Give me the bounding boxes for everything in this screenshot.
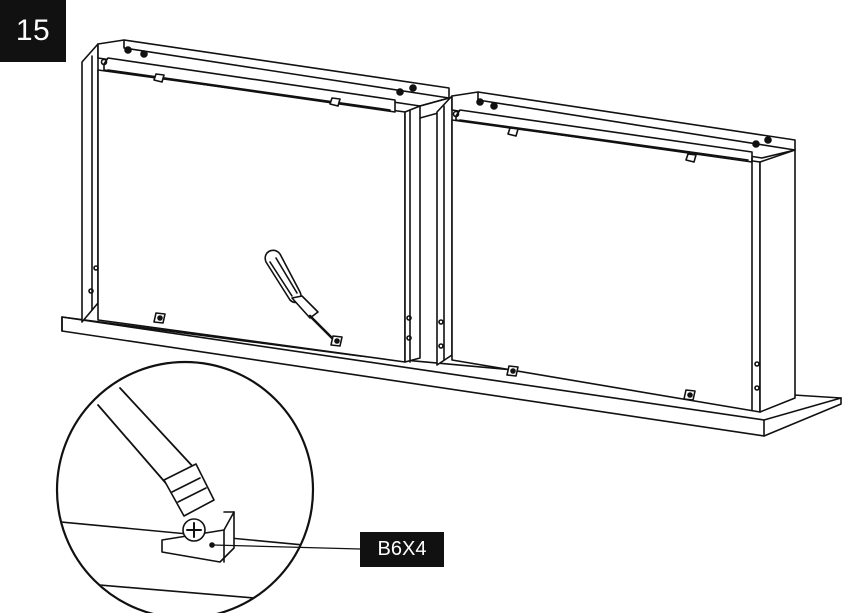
screw-icon [182, 518, 206, 542]
detail-magnifier [55, 360, 361, 613]
left-cabinet [81, 39, 450, 363]
step-number-badge: 15 [0, 0, 66, 62]
part-code-label: B6X4 [360, 532, 444, 567]
base-panel [61, 316, 842, 437]
right-cabinet [436, 91, 796, 413]
screwdriver-icon [264, 249, 334, 340]
